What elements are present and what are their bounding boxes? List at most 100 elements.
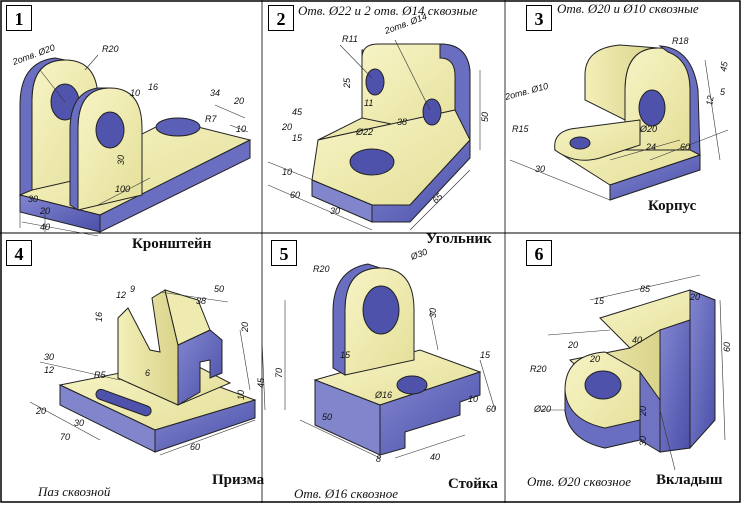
dim-1-7: 10 [236,124,246,134]
part-title-stand: Стойка [448,476,498,492]
dim-1-8: 30 [116,155,126,165]
dim-1-6: R7 [205,114,217,124]
part-title-insert: Вкладыш [656,472,723,488]
dim-2-8: 15 [292,133,303,143]
part-title-angle: Угольник [426,231,492,247]
dim-1-9: 100 [115,184,130,194]
panel-number-3: 3 [526,5,552,31]
dim-5-1: Ø30 [408,247,428,263]
dimension-labels: 2отв. Ø20 R20 10 16 20 34 R7 10 30 100 3… [10,11,732,464]
panel-number-6: 6 [526,240,552,266]
dim-6-6: R20 [530,364,547,374]
note-prism-slot: Паз сквозной [38,484,111,499]
part-3-housing [509,44,729,201]
panel-number-1: 1 [6,5,32,31]
dim-3-8: 60 [680,142,690,152]
dim-4-7: 12 [44,365,54,375]
part-6-insert [540,274,726,471]
dim-4-11: 10 [236,390,246,400]
dim-6-9: 20 [638,406,648,417]
dim-3-7: 24 [645,142,656,152]
dim-2-12: 30 [330,206,340,216]
dim-5-11: 40 [430,452,440,462]
dim-2-0: R11 [342,34,358,44]
dim-1-4: 20 [233,96,244,106]
dim-4-14: 70 [60,432,70,442]
dim-2-9: Ø22 [355,127,373,137]
dim-3-9: 30 [535,164,545,174]
dim-1-12: 40 [40,222,50,232]
panel-number-4: 4 [6,240,32,266]
dim-4-9: 6 [145,368,150,378]
note-housing-holes: Отв. Ø20 и Ø10 сквозные [557,1,699,16]
dim-6-2: 20 [689,292,700,302]
note-stand-hole: Отв. Ø16 сквозное [294,486,398,501]
dim-5-10: 8 [376,454,381,464]
dim-3-3: 5 [720,87,726,97]
dim-2-10: 10 [282,167,292,177]
dim-2-3: 11 [364,98,373,108]
part-title-bracket: Кронштейн [132,236,212,252]
dim-4-12: 20 [35,406,46,416]
dim-5-3: 15 [340,350,351,360]
dim-5-6: Ø16 [374,390,392,400]
dim-5-4: 15 [480,350,491,360]
dim-4-10: 45 [256,377,266,388]
dim-2-4: 38 [397,117,407,127]
dim-4-13: 30 [74,418,84,428]
dim-6-4: 20 [567,340,578,350]
dim-5-7: 50 [322,412,332,422]
dim-4-2: 50 [214,284,224,294]
part-5-stand [284,263,496,459]
dim-1-5: 34 [210,88,220,98]
dim-6-1: 85 [640,284,651,294]
dim-4-1: 9 [130,284,135,294]
dim-3-0: R18 [672,36,689,46]
dim-4-3: 38 [196,296,206,306]
panel-number-2: 2 [268,5,294,31]
part-title-housing: Корпус [648,198,697,214]
dim-3-5: R15 [512,124,530,134]
dim-3-1: 45 [718,60,730,73]
dim-2-11: 60 [290,190,300,200]
dim-6-0: 15 [594,296,605,306]
note-angle-holes: Отв. Ø22 и 2 отв. Ø14 сквозные [298,3,478,18]
dim-6-8: Ø20 [533,404,551,414]
dim-5-9: 60 [486,404,496,414]
dim-4-6: 30 [44,352,54,362]
dim-3-4: 2отв. Ø10 [503,81,549,102]
dim-6-5: 60 [722,342,732,352]
dim-1-1: R20 [102,44,119,54]
dim-3-6: Ø20 [639,124,657,134]
dim-1-11: 20 [39,206,50,216]
note-insert-hole: Отв. Ø20 сквозное [527,474,631,489]
part-4-prism [29,289,266,456]
dim-6-3: 40 [632,335,642,345]
dim-4-8: R5 [94,370,106,380]
dim-2-7: 20 [281,122,292,132]
dim-5-2: 30 [428,308,438,318]
dim-4-15: 60 [190,442,200,452]
dim-2-5: 50 [480,112,490,122]
dim-4-0: 12 [116,290,126,300]
dim-5-5: 70 [274,368,284,378]
dim-4-4: 16 [94,312,104,322]
dim-1-2: 10 [130,88,140,98]
part-title-prism: Призма [212,472,265,488]
part-1-bracket [18,54,252,237]
dim-6-7: 20 [589,354,600,364]
dim-5-0: R20 [313,264,330,274]
dim-6-10: 30 [638,436,648,446]
dim-5-8: 10 [468,394,478,404]
dim-3-2: 12 [704,95,716,107]
dim-2-2: 25 [342,77,352,89]
dim-1-10: 30 [28,194,38,204]
part-2-angle [267,39,481,231]
dim-1-3: 16 [148,82,158,92]
dim-2-6: 45 [292,107,303,117]
panel-number-5: 5 [271,240,297,266]
dim-4-5: 20 [240,322,250,333]
